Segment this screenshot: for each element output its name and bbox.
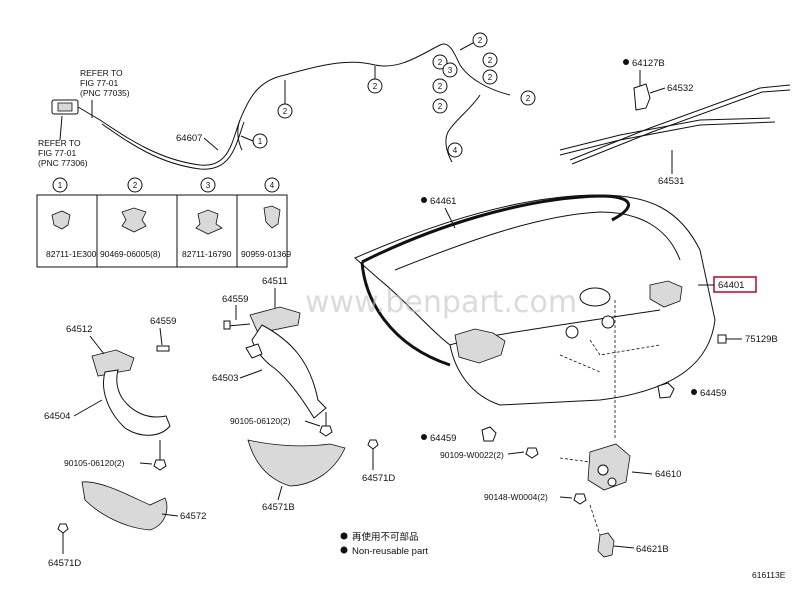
- callout-seal: 64461: [430, 196, 456, 207]
- legend-reuse-en: Non-reusable part: [352, 546, 428, 557]
- callout-hinge-l-bolt2: 90105-06120(2): [64, 458, 125, 468]
- callout-hinge-l: 64512: [66, 324, 92, 335]
- clip-marker: 2: [277, 80, 293, 119]
- callout-rod: 64532: [667, 83, 693, 94]
- weatherstrip-seal: [360, 194, 630, 367]
- callout-rod-b: 64531: [658, 176, 684, 187]
- svg-text:90959-01369: 90959-01369: [241, 249, 291, 259]
- clip-marker: 2: [432, 78, 448, 94]
- svg-text:4: 4: [453, 146, 458, 155]
- callout-clip-r: 64571D: [362, 473, 395, 484]
- lid-support-rods: 64127B 64532 64531: [559, 58, 791, 187]
- svg-text:FIG 77-01: FIG 77-01: [38, 148, 77, 158]
- svg-text:(PNC 77035): (PNC 77035): [80, 88, 130, 98]
- svg-text:2: 2: [438, 102, 443, 111]
- cable-clip-markers: 2 2 2 2 3 2 2 2 2 2 1 4: [240, 32, 536, 158]
- refer-to-a: REFER TO FIG 77-01 (PNC 77035): [80, 68, 130, 118]
- svg-text:4: 4: [270, 181, 275, 190]
- svg-text:2: 2: [133, 181, 138, 190]
- svg-text:REFER TO: REFER TO: [80, 68, 123, 78]
- striker-assembly: 64621B: [589, 504, 669, 558]
- svg-text:2: 2: [438, 82, 443, 91]
- svg-text:REFER TO: REFER TO: [38, 138, 81, 148]
- clip-table-col-4: 4 90959-01369: [241, 177, 291, 259]
- svg-text:82711-1E300: 82711-1E300: [46, 249, 97, 259]
- svg-text:2: 2: [438, 58, 443, 67]
- watermark-text: www.benpart.com: [305, 285, 577, 320]
- callout-hinge-r-bolt2: 90105-06120(2): [230, 416, 291, 426]
- svg-text:1: 1: [58, 181, 63, 190]
- callout-striker-bolt: 90148-W0004(2): [484, 492, 548, 502]
- clip-marker: 2: [520, 90, 536, 106]
- svg-text:3: 3: [206, 181, 211, 190]
- clip-marker: 3: [442, 62, 458, 78]
- clip-table-col-2: 2 90469-06005(8): [100, 177, 161, 259]
- legend: 再使用不可部品 Non-reusable part: [340, 531, 428, 557]
- clip-marker: 2: [482, 52, 498, 68]
- clip-table-col-3: 3 82711-16790: [182, 177, 232, 259]
- clip-marker: 2: [482, 69, 498, 85]
- trunk-lid: [354, 194, 716, 406]
- callout-hinge-l-bolt: 64559: [150, 316, 176, 327]
- clip-marker: 1: [240, 133, 268, 149]
- callout-rod-bracket: 64127B: [632, 58, 665, 69]
- svg-text:3: 3: [448, 66, 453, 75]
- clip-marker: 2: [367, 66, 383, 94]
- callout-lid: 64401: [718, 280, 744, 291]
- figure-id: 616113E: [752, 570, 786, 580]
- callout-cable: 64607: [176, 133, 202, 144]
- hinge-left: 64512 64559 64504 90105-06120(2): [44, 316, 176, 471]
- hinge-right: 64559 64511 64503 90105-06120(2): [212, 276, 333, 437]
- clip-marker: 2: [459, 32, 488, 51]
- callout-lock-bolt: 90109-W0022(2): [440, 450, 504, 460]
- clip-table: 1 82711-1E300 2 90469-06005(8) 3 82711-1…: [36, 177, 291, 268]
- callout-hinge-l-arm: 64504: [44, 411, 70, 422]
- clip-marker: 2: [432, 98, 448, 114]
- hinge-left-cover: 64572: [81, 481, 206, 531]
- cable-connector: [51, 99, 101, 121]
- lock-assembly: 64610: [559, 300, 681, 491]
- svg-text:2: 2: [488, 73, 493, 82]
- release-cable: [99, 43, 511, 170]
- callout-hinge-r-cover: 64571B: [262, 502, 295, 513]
- legend-reuse-jp: 再使用不可部品: [352, 531, 419, 543]
- svg-text:(PNC 77306): (PNC 77306): [38, 158, 88, 168]
- svg-text:FIG 77-01: FIG 77-01: [80, 78, 119, 88]
- refer-to-b: REFER TO FIG 77-01 (PNC 77306): [38, 115, 88, 168]
- svg-text:90469-06005(8): 90469-06005(8): [100, 249, 161, 259]
- clip-marker: 2: [432, 54, 448, 70]
- svg-text:82711-16790: 82711-16790: [182, 249, 232, 259]
- svg-text:2: 2: [526, 94, 531, 103]
- callout-lock: 64610: [655, 469, 681, 480]
- svg-text:2: 2: [488, 56, 493, 65]
- clip-marker: 4: [447, 142, 463, 158]
- callout-hinge-l-cover: 64572: [180, 511, 206, 522]
- svg-text:2: 2: [283, 107, 288, 116]
- svg-text:2: 2: [478, 36, 483, 45]
- callout-hinge-r-arm: 64503: [212, 373, 238, 384]
- callout-bumper: 75129B: [745, 334, 778, 345]
- callout-hinge-r: 64511: [262, 276, 288, 287]
- clip-table-col-1: 1 82711-1E300: [46, 177, 97, 259]
- svg-text:1: 1: [258, 137, 263, 146]
- callout-hinge-r-bolt: 64559: [222, 294, 248, 305]
- callout-clip-l: 64571D: [48, 558, 81, 569]
- hinge-right-cover: 64571B: [247, 439, 346, 513]
- callout-stopper-r: 64459: [700, 388, 726, 399]
- callout-striker: 64621B: [636, 544, 669, 555]
- svg-text:2: 2: [373, 82, 378, 91]
- callout-stopper-l: 64459: [430, 433, 456, 444]
